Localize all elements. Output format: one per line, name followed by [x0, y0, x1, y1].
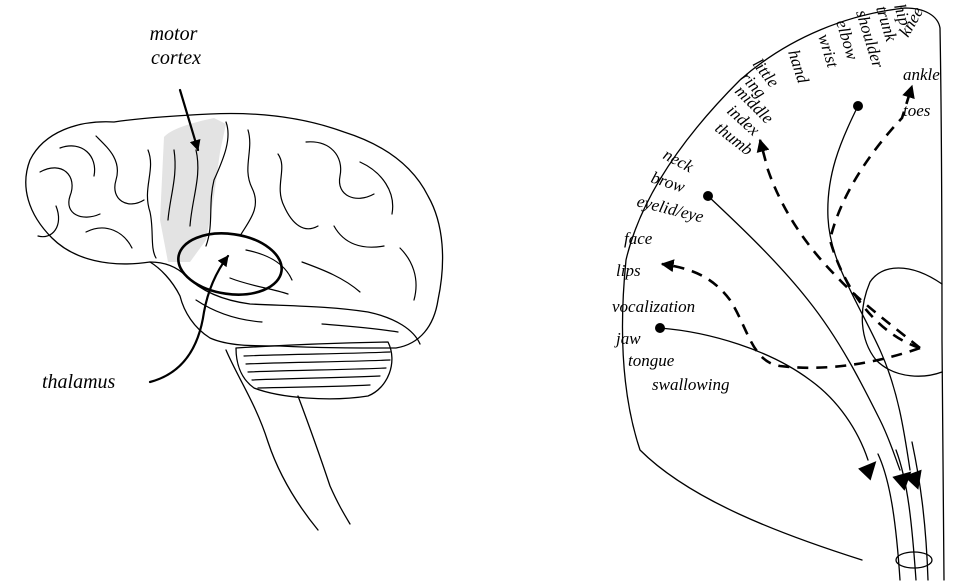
pathway-origin-dot — [655, 323, 665, 333]
cortex-section-outline — [623, 8, 944, 580]
brain-stem — [226, 350, 350, 530]
label-face: face — [624, 229, 653, 248]
descending-tract — [878, 442, 932, 580]
body-part-labels: hip knee ankle toes trunk shoulder elbow… — [612, 2, 940, 394]
label-tongue: tongue — [628, 351, 675, 370]
homunculus-diagram: hip knee ankle toes trunk shoulder elbow… — [612, 2, 944, 580]
pathway-origin-dot — [703, 191, 713, 201]
motor-cortex-label: motor cortex — [150, 23, 203, 69]
label-jaw: jaw — [614, 329, 641, 348]
temporal-lobe — [150, 262, 420, 344]
label-ankle: ankle — [903, 65, 940, 84]
pathway-origin-dot — [853, 101, 863, 111]
label-eyelid-eye: eyelid/eye — [635, 191, 706, 226]
thalamus-label: thalamus — [42, 371, 116, 393]
label-hand: hand — [784, 47, 813, 86]
cerebellum — [236, 342, 392, 399]
brain-gyri — [38, 130, 416, 332]
dashed-pathways — [662, 86, 920, 368]
label-vocalization: vocalization — [612, 297, 695, 316]
label-lips: lips — [616, 261, 641, 280]
brain-diagram: motor cortex thalamus — [26, 23, 443, 530]
label-toes: toes — [903, 101, 931, 120]
thalamus-arrow — [150, 256, 228, 382]
label-swallowing: swallowing — [652, 375, 729, 394]
